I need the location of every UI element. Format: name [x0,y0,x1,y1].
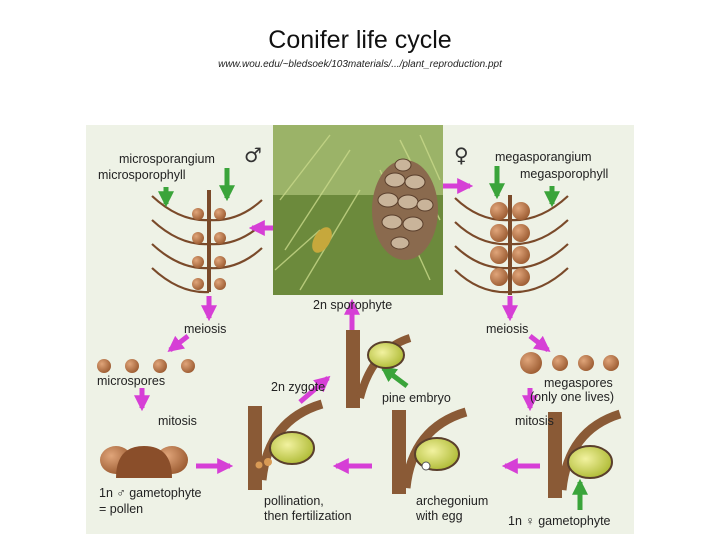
label-zygote: 2n zygote [271,380,325,394]
megaspore-dots [520,352,619,374]
label-megasporophyll: megasporophyll [520,167,608,181]
label-meiosis-right: meiosis [486,322,528,336]
arrow-to-zygote-seed [298,375,331,404]
male-cone [151,190,263,294]
label-megasporangium: megasporangium [495,150,592,164]
label-mitosis-left: mitosis [158,414,197,428]
label-pollen: = pollen [99,502,143,516]
pollen-grain [100,446,188,478]
label-pine-embryo: pine embryo [382,391,451,405]
label-microsporangium: microsporangium [119,152,215,166]
pine-embryo-arrow [380,366,409,388]
female-cone [454,195,569,295]
label-microspores: microspores [97,374,165,388]
label-archegonium: archegonium [416,494,488,508]
arrow-to-megaspores [528,334,551,352]
seed-with-embryo [346,330,412,408]
arrow-to-microspores [167,334,190,352]
ovule-female-gametophyte [548,409,622,498]
label-sporophyte: 2n sporophyte [313,298,392,312]
label-mitosis-right: mitosis [515,414,554,428]
male-symbol: ♂ [244,143,262,167]
ovule-archegonium [392,407,468,494]
label-megaspores: megaspores [544,376,613,390]
label-microsporophyll: microsporophyll [98,168,186,182]
label-with-egg: with egg [415,509,463,523]
female-symbol: ♀ [454,143,469,167]
source-url: www.wou.edu/~bledsoek/103materials/.../p… [218,59,502,70]
label-meiosis-left: meiosis [184,322,226,336]
pollen-cone [312,227,332,253]
microspore-dots [97,359,195,373]
pine-photo [273,125,443,295]
label-female-gametophyte: 1n ♀ gametophyte [508,514,611,528]
label-male-gametophyte: 1n ♂ gametophyte [99,486,202,500]
page-title: Conifer life cycle [268,26,452,54]
label-megaspores-note: (only one lives) [530,390,614,404]
ovule-pollination [248,399,324,490]
label-fertilization: then fertilization [264,509,352,523]
label-pollination: pollination, [264,494,324,508]
